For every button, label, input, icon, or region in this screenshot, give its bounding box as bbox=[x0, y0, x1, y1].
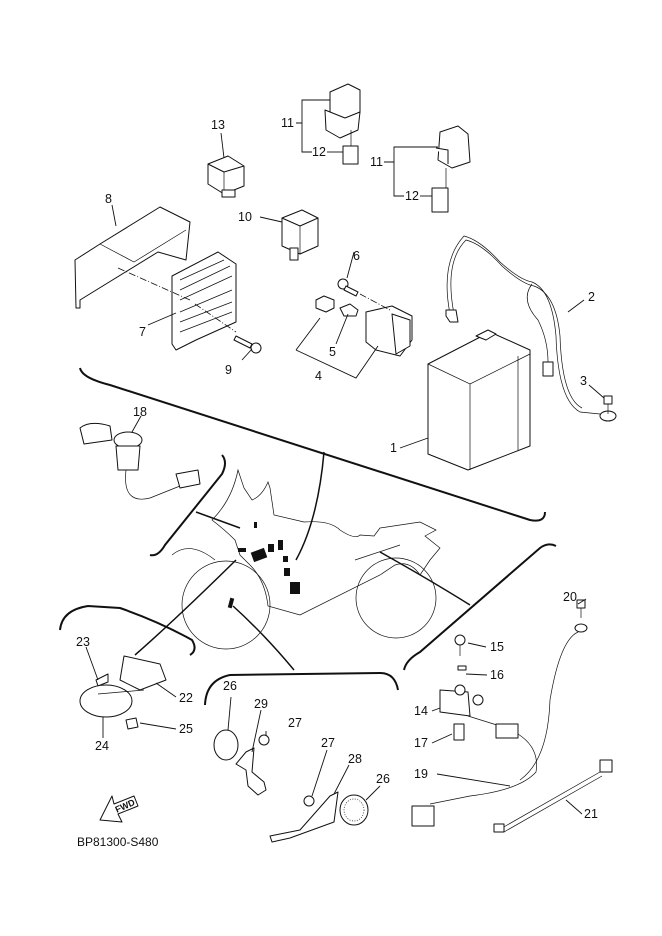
callout-11: 11 bbox=[281, 116, 294, 130]
part-bolt-3 bbox=[603, 395, 613, 414]
leader-lines bbox=[85, 99, 605, 815]
callout-29: 29 bbox=[254, 697, 268, 711]
callout-16: 16 bbox=[490, 668, 504, 682]
part-relay-10 bbox=[281, 209, 319, 261]
callout-14: 14 bbox=[414, 704, 428, 718]
part-reflector-28-assembly bbox=[269, 791, 369, 843]
leader-upper-bike bbox=[295, 451, 325, 561]
part-bolt-20 bbox=[574, 599, 588, 633]
part-relay-11-right bbox=[431, 125, 471, 213]
part-relay-13 bbox=[207, 155, 245, 198]
callout-1: 1 bbox=[390, 441, 397, 455]
callout-6: 6 bbox=[353, 249, 360, 263]
callout-9: 9 bbox=[225, 363, 232, 377]
part-reflector-29-assembly bbox=[213, 729, 270, 796]
callout-11: 11 bbox=[370, 155, 383, 169]
callout-5: 5 bbox=[329, 345, 336, 359]
callout-19: 19 bbox=[414, 767, 428, 781]
part-socket-18 bbox=[79, 422, 201, 500]
divider-upper bbox=[79, 367, 546, 522]
callout-24: 24 bbox=[95, 739, 109, 753]
leader-socket-bike bbox=[195, 511, 241, 529]
part-bolt-9 bbox=[233, 335, 262, 354]
callout-8: 8 bbox=[105, 192, 112, 206]
callout-3: 3 bbox=[580, 374, 587, 388]
divider-lower-right bbox=[403, 543, 557, 671]
callout-17: 17 bbox=[414, 736, 428, 750]
part-harness-2 bbox=[445, 235, 617, 422]
diagram-code: BP81300-S480 bbox=[77, 835, 159, 849]
part-rectifier-7 bbox=[117, 251, 237, 351]
callout-13: 13 bbox=[211, 118, 225, 132]
divider-lower-left bbox=[59, 604, 196, 656]
callout-21: 21 bbox=[584, 807, 598, 821]
part-relay-11-top bbox=[324, 83, 361, 165]
callout-2: 2 bbox=[588, 290, 595, 304]
part-screw-15 bbox=[454, 634, 466, 656]
part-battery-1 bbox=[427, 329, 531, 471]
part-starter-relay-4 bbox=[315, 278, 413, 357]
callout-10: 10 bbox=[238, 210, 252, 224]
part-cover-8 bbox=[74, 206, 191, 309]
divider-socket bbox=[149, 454, 226, 557]
divider-lower-mid bbox=[204, 671, 399, 706]
part-lead-21 bbox=[493, 759, 613, 833]
part-sensor-14 bbox=[439, 665, 484, 741]
callout-22: 22 bbox=[179, 691, 193, 705]
callout-20: 20 bbox=[563, 590, 577, 604]
fwd-arrow-icon: FWD bbox=[99, 795, 139, 823]
callout-23: 23 bbox=[76, 635, 90, 649]
callout-26: 26 bbox=[376, 772, 390, 786]
callout-labels: 13 11 12 11 12 10 8 7 9 6 5 4 2 3 1 18 2… bbox=[76, 116, 598, 821]
fwd-label: FWD bbox=[114, 797, 137, 815]
callout-7: 7 bbox=[139, 325, 146, 339]
callout-27: 27 bbox=[288, 716, 302, 730]
leader-horn-bike bbox=[134, 559, 237, 656]
callout-26: 26 bbox=[223, 679, 237, 693]
part-horn-24 bbox=[79, 655, 167, 730]
leader-reflector-bike bbox=[232, 605, 295, 671]
leader-rear-bike bbox=[379, 551, 471, 606]
motorcycle-silhouette bbox=[171, 468, 441, 650]
callout-27: 27 bbox=[321, 736, 335, 750]
callout-18: 18 bbox=[133, 405, 147, 419]
callout-4: 4 bbox=[315, 369, 322, 383]
callout-12: 12 bbox=[312, 145, 326, 159]
callout-25: 25 bbox=[179, 722, 193, 736]
part-lead-19 bbox=[411, 631, 579, 827]
callout-15: 15 bbox=[490, 640, 504, 654]
callout-28: 28 bbox=[348, 752, 362, 766]
callout-12: 12 bbox=[405, 189, 419, 203]
